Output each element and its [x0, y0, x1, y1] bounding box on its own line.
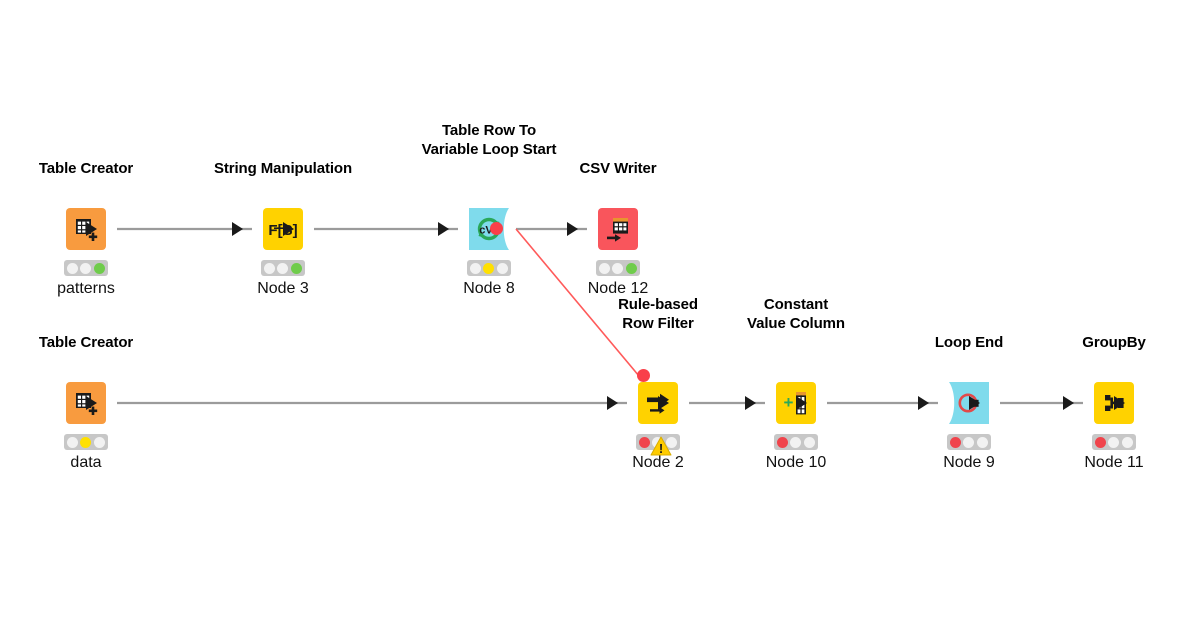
status-light-middle: [483, 262, 495, 274]
node-title: Table Creator: [38, 160, 134, 177]
status-light-left: [639, 436, 651, 448]
status-light-right: [93, 262, 105, 274]
output-port[interactable]: [1114, 396, 1125, 410]
csv-writer-icon: [598, 208, 638, 250]
status-light-left: [1095, 436, 1107, 448]
input-port[interactable]: [918, 396, 929, 410]
node-status-bar: [596, 260, 640, 276]
svg-text:!: !: [659, 441, 663, 456]
status-light-left: [777, 436, 789, 448]
output-port[interactable]: [283, 222, 294, 236]
node-body[interactable]: F[S]: [232, 208, 303, 250]
node-body[interactable]: [66, 382, 106, 424]
input-port[interactable]: [232, 222, 243, 236]
output-port[interactable]: [658, 396, 669, 410]
status-light-right: [93, 436, 105, 448]
node-label[interactable]: Node 3: [257, 280, 309, 297]
input-port[interactable]: [1063, 396, 1074, 410]
status-light-middle: [80, 262, 92, 274]
flow-variable-output-port[interactable]: [490, 222, 503, 235]
input-port[interactable]: [567, 222, 578, 236]
node-body[interactable]: [567, 208, 638, 250]
node-body[interactable]: [66, 208, 106, 250]
node-title: Rule-based Row Filter: [618, 296, 698, 332]
node-body[interactable]: [918, 382, 989, 424]
node-label[interactable]: Node 11: [1084, 454, 1144, 471]
node-status-bar: [947, 434, 991, 450]
input-port[interactable]: [745, 396, 756, 410]
output-port[interactable]: [86, 396, 97, 410]
flow-variable-input-port[interactable]: [637, 369, 650, 382]
node-label[interactable]: Node 12: [587, 280, 649, 297]
node-label[interactable]: Node 2: [632, 454, 684, 471]
node-title: Constant Value Column: [747, 296, 845, 332]
warning-icon: !: [650, 436, 672, 456]
status-light-middle: [963, 436, 975, 448]
output-port[interactable]: [969, 396, 980, 410]
status-light-middle: [277, 262, 289, 274]
node-body[interactable]: +: [745, 382, 816, 424]
node-status-bar: [467, 260, 511, 276]
node-status-bar: [774, 434, 818, 450]
status-light-left: [950, 436, 962, 448]
status-light-left: [264, 262, 276, 274]
input-port[interactable]: [438, 222, 449, 236]
input-port[interactable]: [607, 396, 618, 410]
status-light-middle: [1108, 436, 1120, 448]
node-status-bar: [64, 434, 108, 450]
status-light-middle: [612, 262, 624, 274]
status-light-left: [67, 262, 79, 274]
status-light-middle: [790, 436, 802, 448]
status-light-right: [290, 262, 302, 274]
svg-text:+: +: [784, 393, 794, 412]
node-body[interactable]: [607, 369, 678, 424]
node-label[interactable]: Node 10: [765, 454, 827, 471]
status-light-left: [470, 262, 482, 274]
output-port[interactable]: [86, 222, 97, 236]
status-light-right: [665, 436, 677, 448]
node-title: Loop End: [934, 334, 1004, 351]
status-light-middle: [80, 436, 92, 448]
status-light-left: [599, 262, 611, 274]
node-status-bar: [64, 260, 108, 276]
status-light-right: [625, 262, 637, 274]
node-label[interactable]: data: [70, 454, 102, 471]
node-title: Table Row To Variable Loop Start: [421, 122, 557, 158]
node-status-bar: [261, 260, 305, 276]
status-light-right: [1121, 436, 1133, 448]
status-light-right: [803, 436, 815, 448]
loop-start-variable-icon: cVc: [469, 208, 509, 250]
node-title: String Manipulation: [213, 160, 353, 177]
node-label[interactable]: Node 8: [463, 280, 515, 297]
status-light-right: [496, 262, 508, 274]
output-port[interactable]: [796, 396, 807, 410]
node-body[interactable]: cVc: [438, 208, 509, 250]
status-light-right: [976, 436, 988, 448]
node-title: Table Creator: [38, 334, 134, 351]
node-status-bar: [1092, 434, 1136, 450]
node-label[interactable]: Node 9: [943, 454, 995, 471]
node-title: CSV Writer: [579, 160, 657, 177]
node-title: GroupBy: [1082, 334, 1146, 351]
node-label[interactable]: patterns: [57, 280, 115, 297]
status-light-left: [67, 436, 79, 448]
node-body[interactable]: [1063, 382, 1134, 424]
